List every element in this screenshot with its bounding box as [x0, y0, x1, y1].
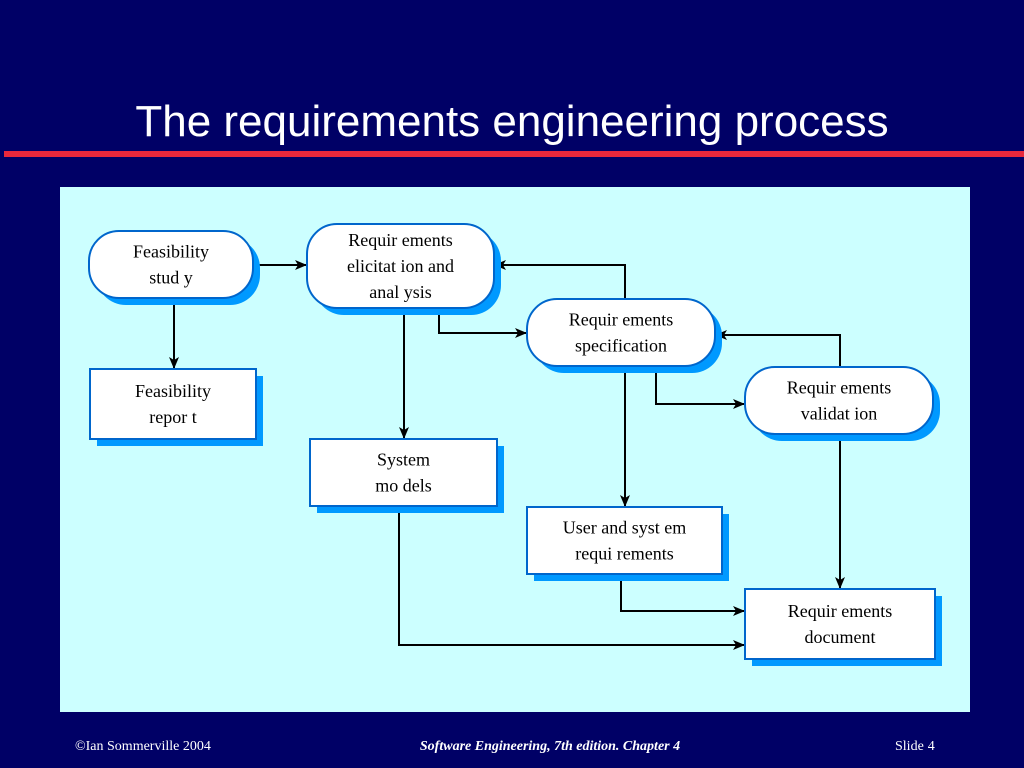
- node-label-line: elicitat ion and: [347, 256, 454, 276]
- footer-book-title: Software Engineering, 7th edition. Chapt…: [419, 739, 681, 754]
- arrow-layer: [169, 260, 845, 650]
- node-layer: Feasibility stud y Requir ements elicitat i…: [88, 223, 942, 666]
- process-shape: [88, 230, 254, 299]
- node-label-line: Requir ements: [569, 310, 673, 330]
- process-shape: [526, 298, 716, 367]
- title-divider: [4, 151, 1024, 157]
- document-box: [526, 506, 723, 575]
- process-shape: [306, 223, 495, 309]
- process-diagram: Feasibility stud y Requir ements elicitat i…: [88, 223, 942, 666]
- process-shape: [744, 366, 934, 435]
- node-label-line: stud y: [149, 268, 193, 288]
- slide-label: Slide: [895, 739, 924, 754]
- node-label-line: validat ion: [801, 404, 877, 424]
- document-box: [744, 588, 936, 660]
- arrow-specification-to-elicitation: [494, 260, 626, 299]
- node-label-line: mo dels: [375, 476, 432, 496]
- node-label-line: repor t: [149, 407, 196, 427]
- slide-number: 4: [927, 739, 935, 754]
- node-validation: Requir ements validat ion: [744, 366, 940, 441]
- node-label-line: System: [377, 450, 430, 470]
- arrow-system-models-to-requirements-document: [398, 506, 745, 650]
- arrow-validation-to-specification: [715, 330, 841, 367]
- document-box: [309, 438, 498, 507]
- diagram-panel: Feasibility stud y Requir ements elicitat i…: [60, 187, 970, 712]
- node-label-line: Requir ements: [787, 378, 891, 398]
- arrow-specification-to-validation: [655, 366, 745, 409]
- node-label-line: requi rements: [575, 544, 673, 564]
- slide-title: The requirements engineering process: [135, 97, 889, 146]
- node-feasibility-study: Feasibility stud y: [88, 230, 260, 305]
- node-requirements-document: Requir ements document: [744, 588, 942, 666]
- node-user-system-requirements: User and syst em requi rements: [526, 506, 729, 581]
- node-elicitation: Requir ements elicitat ion and anal ysis: [306, 223, 501, 315]
- node-label-line: anal ysis: [369, 282, 432, 302]
- node-system-models: System mo dels: [309, 438, 504, 513]
- node-specification: Requir ements specification: [526, 298, 722, 373]
- arrow-user-system-requirements-to-requirements-document: [620, 574, 745, 616]
- node-label-line: document: [805, 627, 876, 647]
- node-label-line: Requir ements: [788, 601, 892, 621]
- footer-copyright: ©Ian Sommerville 2004: [75, 739, 211, 754]
- node-label-line: Feasibility: [133, 242, 209, 262]
- document-box: [89, 368, 257, 440]
- node-label-line: User and syst em: [563, 518, 686, 538]
- node-label-line: Requir ements: [348, 230, 452, 250]
- node-label-line: Feasibility: [135, 381, 211, 401]
- node-feasibility-report: Feasibility repor t: [89, 368, 263, 446]
- arrow-elicitation-to-specification: [438, 308, 527, 338]
- node-label-line: specification: [575, 336, 667, 356]
